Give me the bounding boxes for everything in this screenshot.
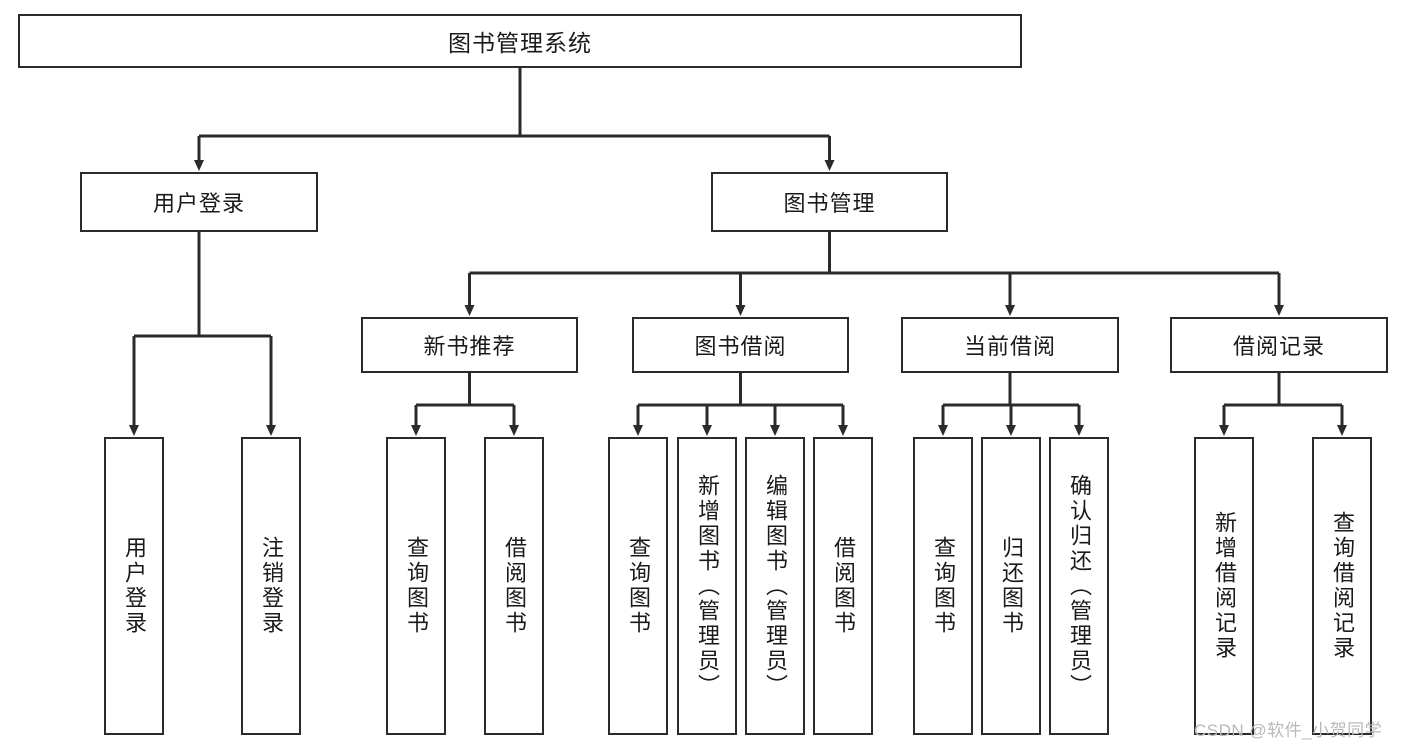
node-label: 查询借阅记录 <box>1330 511 1355 661</box>
node-borrow: 图书借阅 <box>632 317 849 373</box>
node-label: 新增借阅记录 <box>1212 511 1237 661</box>
node-label: 查询图书 <box>404 536 429 636</box>
node-label: 用户登录 <box>152 191 245 216</box>
node-l-cu-query: 查询图书 <box>913 437 973 735</box>
node-l-nb-borrow: 借阅图书 <box>484 437 544 735</box>
node-label: 图书管理 <box>783 191 876 216</box>
node-l-cu-confirm: 确认归还（管理员） <box>1049 437 1109 735</box>
node-label: 借阅图书 <box>831 536 856 636</box>
node-bookmgmt: 图书管理 <box>711 172 948 232</box>
node-label: 用户登录 <box>122 536 147 636</box>
node-label: 图书管理系统 <box>448 30 592 56</box>
node-l-bo-lend: 借阅图书 <box>813 437 873 735</box>
node-label: 查询图书 <box>931 536 956 636</box>
node-records: 借阅记录 <box>1170 317 1388 373</box>
node-label: 编辑图书（管理员） <box>763 473 788 699</box>
node-label: 当前借阅 <box>963 334 1056 359</box>
node-l-re-query: 查询借阅记录 <box>1312 437 1372 735</box>
node-l-cu-return: 归还图书 <box>981 437 1041 735</box>
node-label: 新书推荐 <box>423 334 516 359</box>
node-l-re-add: 新增借阅记录 <box>1194 437 1254 735</box>
node-l-login: 用户登录 <box>104 437 164 735</box>
node-login: 用户登录 <box>80 172 318 232</box>
node-l-bo-edit: 编辑图书（管理员） <box>745 437 805 735</box>
node-label: 确认归还（管理员） <box>1067 473 1092 699</box>
node-label: 查询图书 <box>626 536 651 636</box>
node-newbook: 新书推荐 <box>361 317 578 373</box>
node-label: 图书借阅 <box>694 334 787 359</box>
node-l-bo-add: 新增图书（管理员） <box>677 437 737 735</box>
node-label: 借阅记录 <box>1232 334 1325 359</box>
node-label: 注销登录 <box>259 536 284 636</box>
node-l-nb-query: 查询图书 <box>386 437 446 735</box>
node-current: 当前借阅 <box>901 317 1119 373</box>
node-label: 借阅图书 <box>502 536 527 636</box>
node-l-logout: 注销登录 <box>241 437 301 735</box>
node-label: 新增图书（管理员） <box>695 473 720 699</box>
node-root: 图书管理系统 <box>18 14 1022 68</box>
node-l-bo-query: 查询图书 <box>608 437 668 735</box>
node-label: 归还图书 <box>999 536 1024 636</box>
